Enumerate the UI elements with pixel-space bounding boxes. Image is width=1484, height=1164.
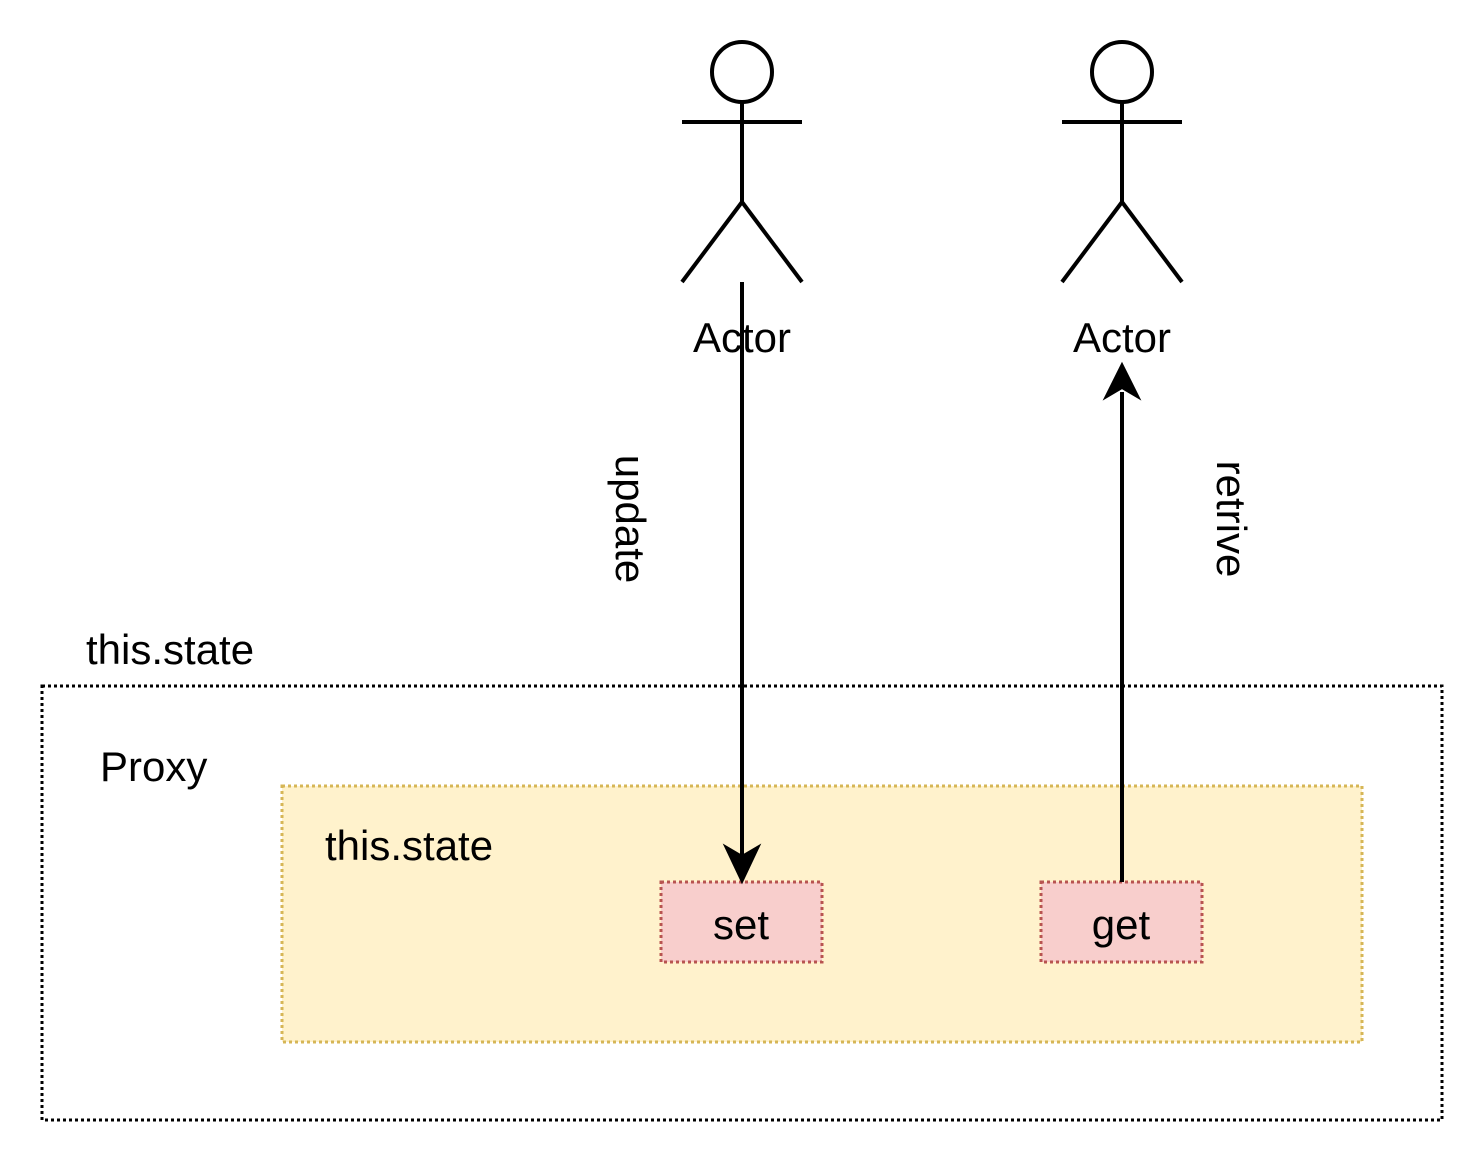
- actor-left-head: [710, 40, 774, 104]
- actor-right-leg-right: [1120, 200, 1184, 284]
- actor-left-leg-left: [680, 200, 744, 284]
- actor-left-leg-right: [740, 200, 804, 284]
- get-label: get: [1092, 901, 1151, 948]
- actor-right-figure[interactable]: [1060, 40, 1184, 284]
- actor-right-label: Actor: [1073, 314, 1171, 361]
- retrieve-arrowhead: [1102, 361, 1142, 401]
- get-box[interactable]: [1039, 880, 1204, 964]
- inner-state-label: this.state: [325, 822, 493, 869]
- update-arrowhead: [722, 843, 762, 885]
- actor-right-leg-left: [1060, 200, 1124, 284]
- outer-state-label: this.state: [86, 626, 254, 673]
- set-label: set: [713, 901, 769, 948]
- retrieve-label: retrive: [1208, 461, 1255, 578]
- update-label: update: [607, 455, 654, 583]
- actor-left-figure[interactable]: [680, 40, 804, 284]
- actor-right-head: [1090, 40, 1154, 104]
- proxy-container: [40, 684, 1444, 1122]
- proxy-label: Proxy: [100, 743, 207, 790]
